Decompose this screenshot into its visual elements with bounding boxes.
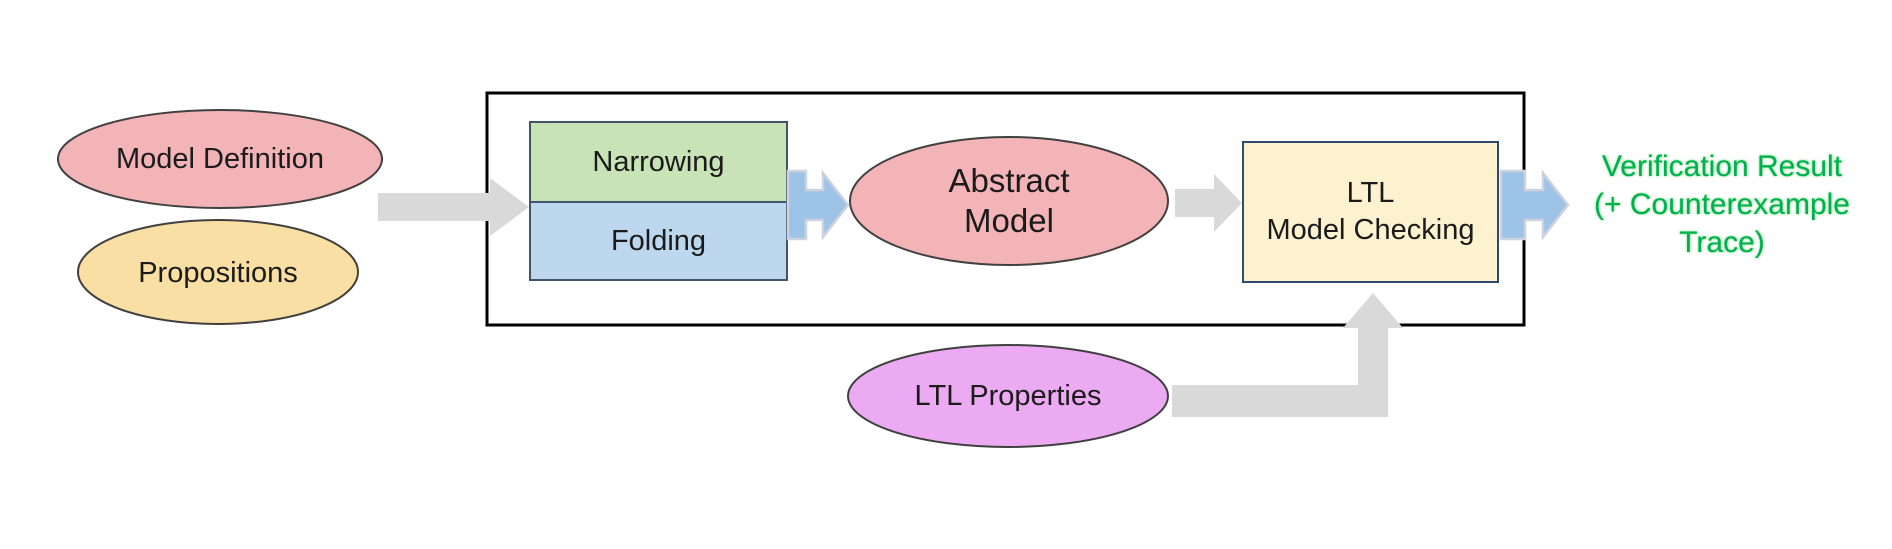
properties-to-checking-arrow: [1172, 293, 1403, 417]
inputs-to-pipeline-arrow: [378, 178, 529, 236]
ltl-properties-ellipse: [847, 344, 1169, 448]
model-to-checking-arrow: [1175, 174, 1242, 232]
checking-to-result-arrow: [1499, 169, 1570, 241]
ltl-model-checking-box: [1242, 141, 1499, 283]
abstract-model-ellipse: [849, 136, 1169, 266]
narrowing-box: [529, 121, 788, 203]
propositions-ellipse: [77, 219, 359, 325]
folding-box: [529, 201, 788, 281]
model-definition-ellipse: [57, 109, 383, 209]
abstraction-to-model-arrow: [786, 169, 850, 241]
